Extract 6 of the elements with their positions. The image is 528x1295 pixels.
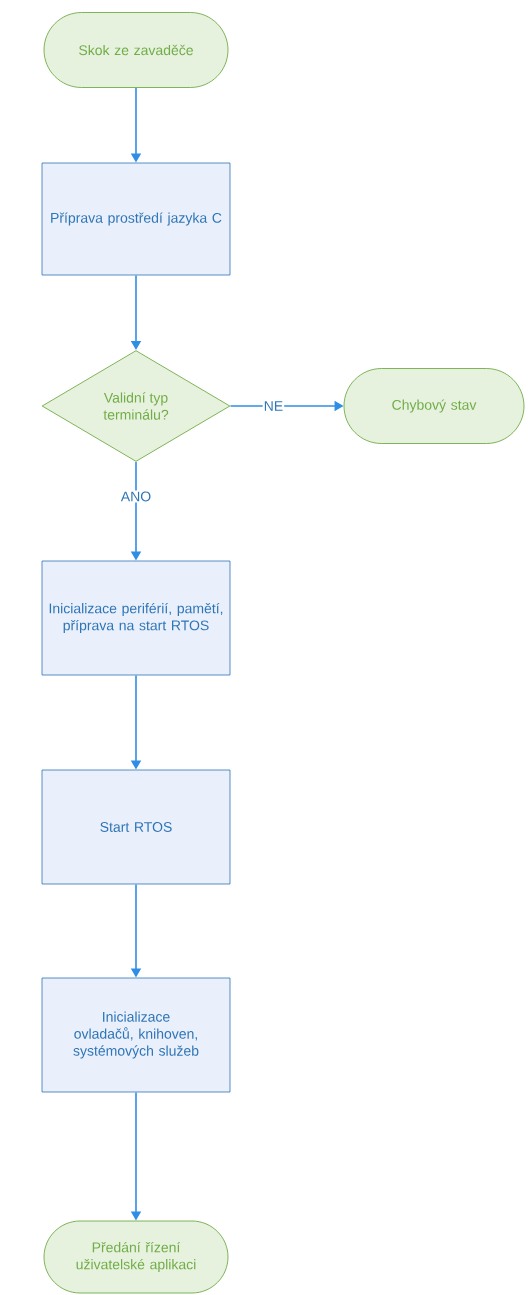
process-box: Příprava prostředí jazyka C xyxy=(41,162,231,276)
edge-label: NE xyxy=(264,401,283,411)
process-box: Inicializace ovladačů, knihoven, systémových služeb xyxy=(41,977,231,1093)
process-box: Inicializace periférií, pamětí, příprava na start RTOS xyxy=(41,560,231,676)
edge-label: ANO xyxy=(120,491,151,502)
process-box: Start RTOS xyxy=(41,769,231,885)
